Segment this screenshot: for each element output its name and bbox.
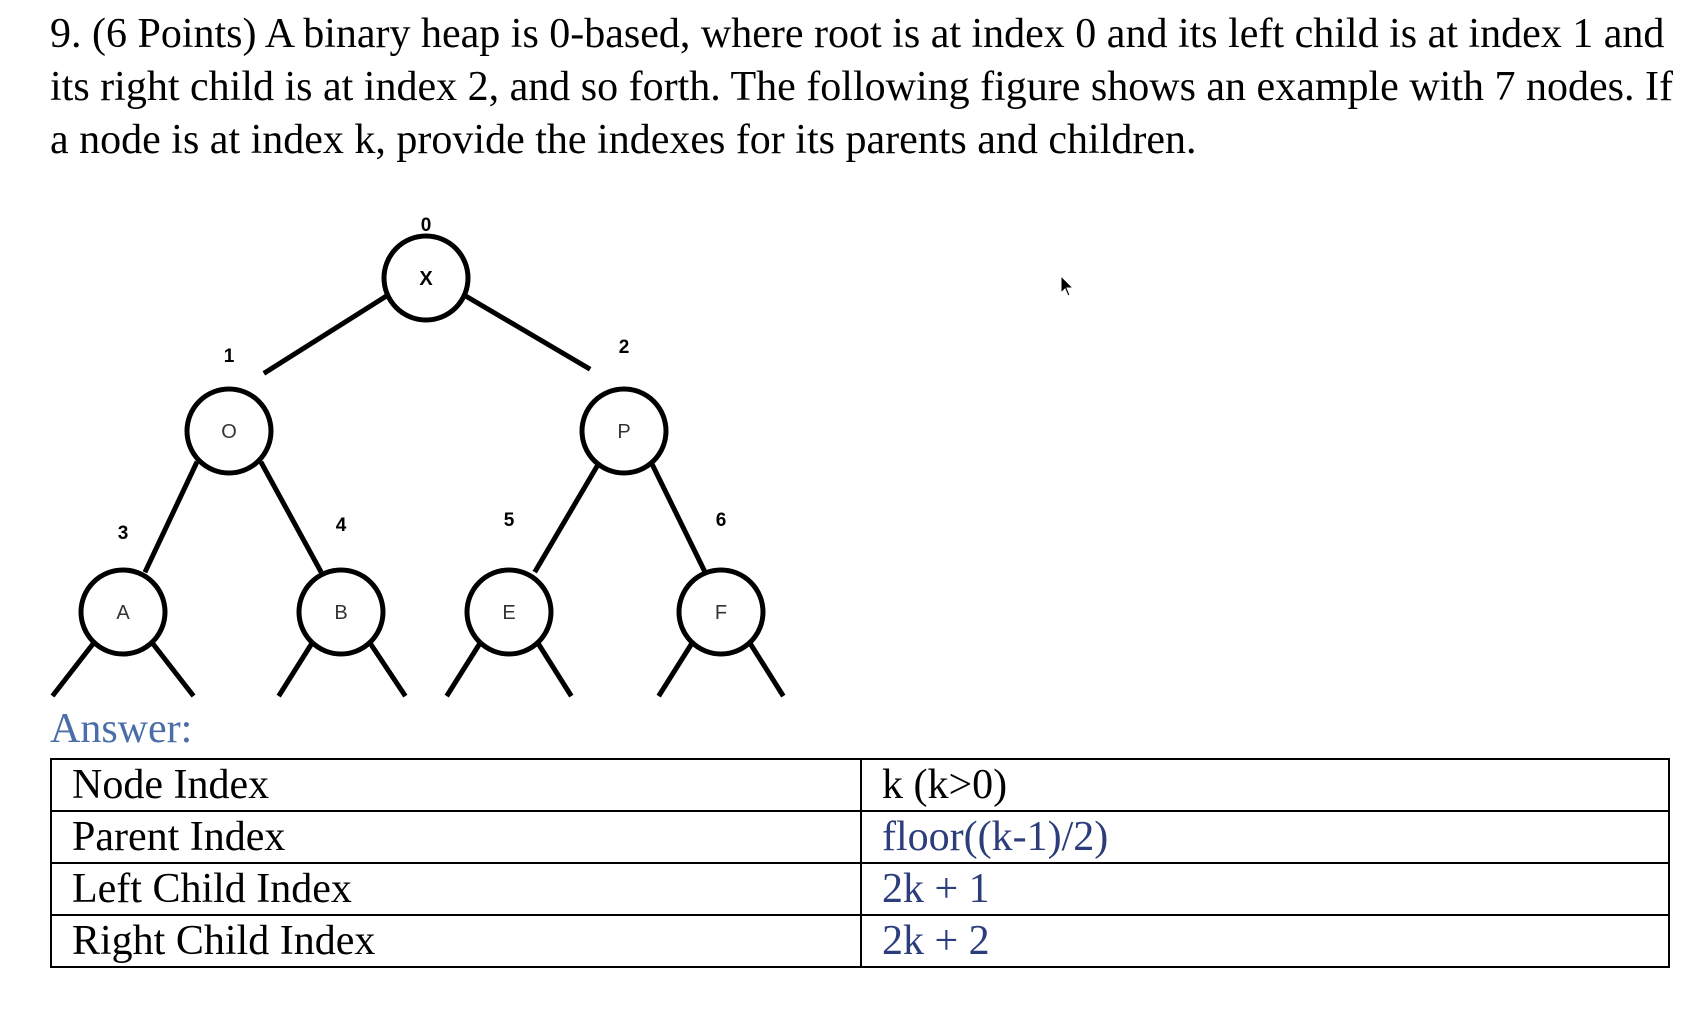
- tree-node-4: [296, 567, 386, 657]
- node-label-4: B: [334, 602, 347, 624]
- tree-node-0: [381, 233, 471, 323]
- row-label: Left Child Index: [50, 862, 862, 916]
- edge-stub: [146, 636, 196, 698]
- node-label-3: A: [116, 602, 130, 624]
- tree-node-1: [184, 386, 274, 476]
- question-text: 9. (6 Points) A binary heap is 0-based, …: [50, 11, 1673, 163]
- row-value: k (k>0): [860, 758, 1670, 812]
- answer-heading: Answer:: [50, 706, 193, 752]
- edge-stub: [656, 636, 698, 698]
- mouse-pointer-icon: [1060, 275, 1075, 297]
- index-label-2: 2: [619, 337, 630, 358]
- edge-0-1: [262, 291, 392, 376]
- edge-stub: [444, 636, 486, 698]
- edge-stub: [50, 636, 100, 698]
- edge-0-2: [460, 291, 592, 372]
- edge-stub: [532, 636, 574, 698]
- tree-node-5: [464, 567, 554, 657]
- tree-node-3: [78, 567, 168, 657]
- node-label-0: X: [419, 268, 433, 290]
- node-label-1: O: [221, 421, 237, 443]
- index-label-0: 0: [421, 215, 432, 236]
- node-label-5: E: [502, 602, 515, 624]
- edge-1-3: [142, 460, 200, 574]
- node-label-6: F: [715, 602, 727, 624]
- row-label: Right Child Index: [50, 914, 862, 968]
- table-row: Node Index k (k>0): [50, 758, 1670, 812]
- table-row: Right Child Index 2k + 2: [50, 914, 1670, 968]
- tree-node-6: [676, 567, 766, 657]
- index-label-5: 5: [504, 510, 515, 531]
- tree-node-2: [579, 386, 669, 476]
- row-value: 2k + 1: [860, 862, 1670, 916]
- edge-stub: [364, 636, 408, 698]
- row-value: 2k + 2: [860, 914, 1670, 968]
- row-value: floor((k-1)/2): [860, 810, 1670, 864]
- index-label-6: 6: [716, 510, 727, 531]
- edge-2-5: [532, 464, 600, 574]
- table-row: Left Child Index 2k + 1: [50, 862, 1670, 916]
- edge-2-6: [648, 460, 708, 574]
- node-label-2: P: [617, 421, 630, 443]
- table-row: Parent Index floor((k-1)/2): [50, 810, 1670, 864]
- edge-stub: [744, 636, 786, 698]
- binary-heap-diagram: X 0 O 1 P 2 A 3 B 4 E 5 F 6: [50, 215, 786, 698]
- index-label-1: 1: [224, 346, 235, 367]
- index-label-4: 4: [336, 515, 347, 536]
- answer-table: Node Index k (k>0) Parent Index floor((k…: [50, 758, 1670, 968]
- row-label: Parent Index: [50, 810, 862, 864]
- edge-stub: [276, 636, 318, 698]
- edge-1-4: [258, 460, 324, 574]
- row-label: Node Index: [50, 758, 862, 812]
- index-label-3: 3: [118, 523, 129, 544]
